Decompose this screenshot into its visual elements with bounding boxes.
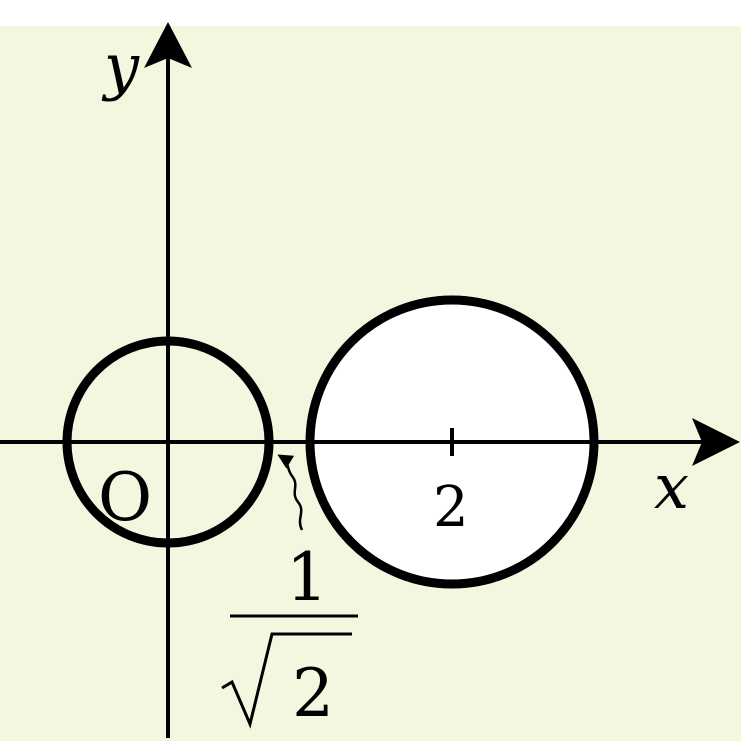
y-axis-label: y [101,30,140,103]
y-axis-arrow [144,22,192,68]
pointer-arrow [277,454,304,531]
radical-sign [221,632,352,729]
origin-label: O [98,459,152,536]
fraction-numerator: 1 [286,539,328,616]
fraction-denominator: 2 [292,655,334,732]
x-axis-arrow [692,418,740,466]
tick-label-2: 2 [433,475,469,540]
x-axis-label: x [654,450,689,523]
